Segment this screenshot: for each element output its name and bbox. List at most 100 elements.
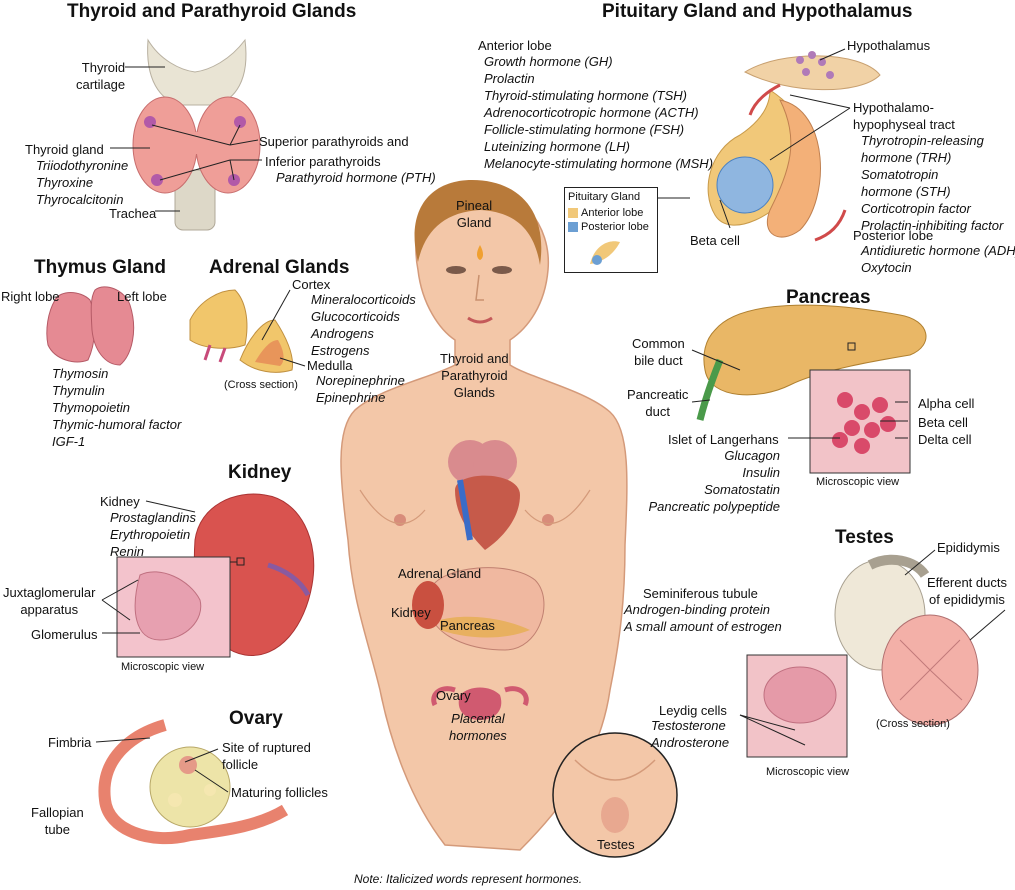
body-kidney-organ bbox=[412, 581, 444, 629]
fimbria-label: Fimbria bbox=[48, 735, 92, 750]
legend-posterior-text: Posterior lobe bbox=[581, 221, 649, 233]
legend-title: Pituitary Gland bbox=[568, 191, 641, 203]
fallopian-tube-label: Fallopian tube bbox=[31, 804, 84, 838]
testes-title: Testes bbox=[835, 527, 894, 548]
glomerulus-label: Glomerulus bbox=[31, 627, 98, 642]
legend-posterior: Posterior lobe bbox=[565, 220, 657, 234]
hormone-item: Erythropoietin bbox=[110, 527, 191, 542]
ovary-illustration bbox=[98, 719, 289, 845]
hormone-item: hormone (STH) bbox=[861, 184, 951, 199]
hormone-item: Thyrotropin-releasing bbox=[861, 133, 984, 148]
label-line: Pancreatic bbox=[627, 387, 689, 402]
hormone-item: Androgen-binding protein bbox=[624, 602, 770, 617]
left-lobe-label: Left lobe bbox=[117, 289, 167, 304]
body-pineal-label: Pineal Gland bbox=[456, 197, 492, 231]
label-line: follicle bbox=[222, 757, 259, 772]
pancreas-hormones: Glucagon Insulin Somatostatin Pancreatic… bbox=[645, 447, 780, 515]
posterior-lobe-label: Posterior lobe bbox=[853, 228, 934, 243]
hormone-item: Thymulin bbox=[52, 383, 105, 398]
medulla-label: Medulla bbox=[307, 358, 353, 373]
posterior-swatch bbox=[568, 222, 578, 233]
pituitary-leader-lines bbox=[656, 48, 851, 229]
hormone-item: Estrogens bbox=[311, 343, 370, 358]
label-line: Efferent ducts bbox=[927, 575, 1007, 590]
posterior-lobe-hormones: Antidiuretic hormone (ADH) Oxytocin bbox=[861, 242, 1015, 276]
beta-cell-label: Beta cell bbox=[690, 233, 740, 248]
hormone-item: Triiodothyronine bbox=[36, 158, 129, 173]
pancreatic-duct-label: Pancreatic duct bbox=[627, 386, 688, 420]
kidney-title: Kidney bbox=[228, 462, 292, 483]
hypothalamus-label: Hypothalamus bbox=[847, 38, 931, 53]
hormone-item: Placental bbox=[451, 711, 505, 726]
pituitary-title: Pituitary Gland and Hypothalamus bbox=[602, 1, 913, 22]
hormone-item: Renin bbox=[110, 544, 144, 559]
label-line: Fallopian bbox=[31, 805, 84, 820]
hormone-item: Epinephrine bbox=[316, 390, 386, 405]
hormone-item: Thymopoietin bbox=[52, 400, 131, 415]
label-line: tube bbox=[44, 822, 71, 837]
body-uterus-organ bbox=[431, 686, 529, 720]
hormone-item: Testosterone bbox=[651, 718, 726, 733]
pituitary-illustration bbox=[707, 51, 881, 242]
kidney-leader-lines bbox=[101, 500, 237, 634]
hormone-item: Prolactin bbox=[484, 71, 535, 86]
hormone-item: Glucocorticoids bbox=[311, 309, 400, 324]
hormone-item: hormones bbox=[449, 728, 507, 743]
label-line: cartilage bbox=[76, 77, 126, 92]
testes-illustration bbox=[746, 554, 979, 758]
pancreas-title: Pancreas bbox=[786, 287, 871, 308]
pancreas-leader-lines bbox=[691, 349, 908, 439]
body-pancreas-organ bbox=[440, 616, 530, 638]
hormone-item: Thymosin bbox=[52, 366, 109, 381]
anterior-lobe-label: Anterior lobe bbox=[478, 38, 552, 53]
hormone-item: Glucagon bbox=[724, 448, 780, 463]
hormone-item: Prostaglandins bbox=[110, 510, 196, 525]
kidney-hormones: Prostaglandins Erythropoietin Renin bbox=[110, 509, 196, 560]
cortex-label: Cortex bbox=[292, 277, 331, 292]
adrenal-illustration bbox=[189, 289, 294, 373]
trachea-label: Trachea bbox=[109, 206, 157, 221]
kidney-illustration bbox=[116, 493, 315, 658]
thyroid-title: Thyroid and Parathyroid Glands bbox=[67, 1, 357, 22]
seminiferous-hormones: Androgen-binding protein A small amount … bbox=[624, 601, 782, 635]
hormone-item: Growth hormone (GH) bbox=[484, 54, 613, 69]
testes-cross-section-caption: (Cross section) bbox=[876, 718, 950, 730]
ovary-title: Ovary bbox=[229, 708, 283, 729]
thymus-hormones: Thymosin Thymulin Thymopoietin Thymic-hu… bbox=[52, 365, 181, 450]
hormone-item: Thymic-humoral factor bbox=[52, 417, 182, 432]
hormone-item: Insulin bbox=[742, 465, 780, 480]
islet-label: Islet of Langerhans bbox=[668, 432, 779, 447]
tract-hormones: Thyrotropin-releasing hormone (TRH) Soma… bbox=[861, 132, 1003, 234]
label-line: of epididymis bbox=[929, 592, 1005, 607]
hormone-item: Luteinizing hormone (LH) bbox=[484, 139, 630, 154]
body-testes-label: Testes bbox=[597, 837, 635, 852]
thyroid-hormones: Triiodothyronine Thyroxine Thyrocalciton… bbox=[36, 157, 128, 208]
medulla-hormones: Norepinephrine Epinephrine bbox=[316, 372, 405, 406]
thyroid-gland-label: Thyroid gland bbox=[25, 142, 104, 157]
kidney-label: Kidney bbox=[100, 494, 140, 509]
thymus-title: Thymus Gland bbox=[34, 257, 166, 278]
thyroid-illustration bbox=[132, 38, 261, 231]
common-bile-duct-label: Common bile duct bbox=[632, 335, 685, 369]
delta-cell-label: Delta cell bbox=[918, 432, 972, 447]
hormone-item: Corticotropin factor bbox=[861, 201, 971, 216]
hormone-item: Androgens bbox=[311, 326, 374, 341]
leydig-cells-label: Leydig cells bbox=[659, 703, 727, 718]
alpha-cell-label: Alpha cell bbox=[918, 396, 975, 411]
body-adrenal-label: Adrenal Gland bbox=[398, 566, 482, 581]
hormone-item: Oxytocin bbox=[861, 260, 912, 275]
body-pancreas-label: Pancreas bbox=[440, 618, 495, 633]
ovary-leader-lines bbox=[95, 737, 229, 793]
hormone-item: Mineralocorticoids bbox=[311, 292, 416, 307]
hormone-item: Adrenocorticotropic hormone (ACTH) bbox=[484, 105, 699, 120]
superior-parathyroids-label: Superior parathyroids and bbox=[259, 134, 409, 149]
label-line: Juxtaglomerular bbox=[3, 585, 96, 600]
hormone-item: Norepinephrine bbox=[316, 373, 405, 388]
right-lobe-label: Right lobe bbox=[1, 289, 60, 304]
body-thyroid-organ bbox=[448, 440, 517, 484]
legend-anterior: Anterior lobe bbox=[565, 206, 657, 220]
body-heart-organ bbox=[455, 475, 520, 550]
label-line: Pineal bbox=[456, 198, 493, 213]
kidney-microscopic-caption: Microscopic view bbox=[121, 661, 205, 673]
